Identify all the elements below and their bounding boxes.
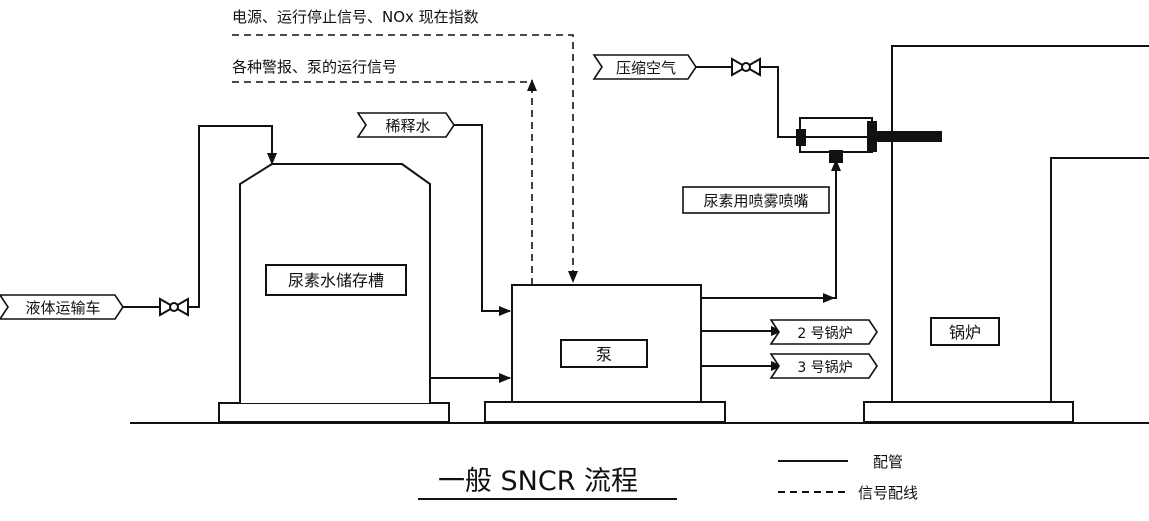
pump-label: 泵 <box>596 345 612 364</box>
boiler-label-box <box>930 317 1000 346</box>
boiler2-label: 2 号锅炉 <box>797 326 852 342</box>
boiler3-label: 3 号锅炉 <box>797 360 852 376</box>
truck-source: 液体运输车 <box>0 294 124 320</box>
truck-to-tank-pipe <box>188 125 277 308</box>
valve-icon <box>159 297 189 317</box>
boiler3-output: 3 号锅炉 <box>769 353 878 379</box>
legend-solid-label: 配管 <box>873 453 903 471</box>
nozzle-label-group: 尿素用喷雾喷嘴 <box>682 186 830 214</box>
pump-label-box <box>560 339 648 368</box>
dilution-water-source: 稀释水 <box>356 112 455 138</box>
pump: 泵 <box>484 284 726 423</box>
tank-label: 尿素水储存槽 <box>288 271 384 290</box>
air-to-nozzle-pipe <box>760 66 800 138</box>
pump-to-nozzle-pipe <box>701 159 841 299</box>
signal-line1-label: 电源、运行停止信号、NOx 现在指数 <box>232 8 479 26</box>
compressed-air-label: 压缩空气 <box>616 59 676 77</box>
dilution-water-label: 稀释水 <box>385 117 430 135</box>
boiler: 锅炉 <box>863 45 1149 423</box>
compressed-air-source: 压缩空气 <box>592 54 697 80</box>
air-valve-icon <box>731 57 761 77</box>
legend: 配管 信号配线 <box>778 453 918 502</box>
spray-nozzle <box>796 117 942 163</box>
urea-tank: 尿素水储存槽 <box>218 163 450 423</box>
nozzle-label: 尿素用喷雾喷嘴 <box>703 192 808 210</box>
boiler2-output: 2 号锅炉 <box>769 319 878 345</box>
boiler-label: 锅炉 <box>949 323 981 342</box>
tank-label-box <box>265 264 407 296</box>
signal-line2-label: 各种警报、泵的运行信号 <box>232 58 397 76</box>
truck-label: 液体运输车 <box>25 299 100 317</box>
legend-dashed-label: 信号配线 <box>858 484 918 502</box>
signal-line1 <box>232 34 578 283</box>
diagram-title: 一般 SNCR 流程 <box>438 466 638 497</box>
water-to-pump-pipe <box>454 124 511 316</box>
